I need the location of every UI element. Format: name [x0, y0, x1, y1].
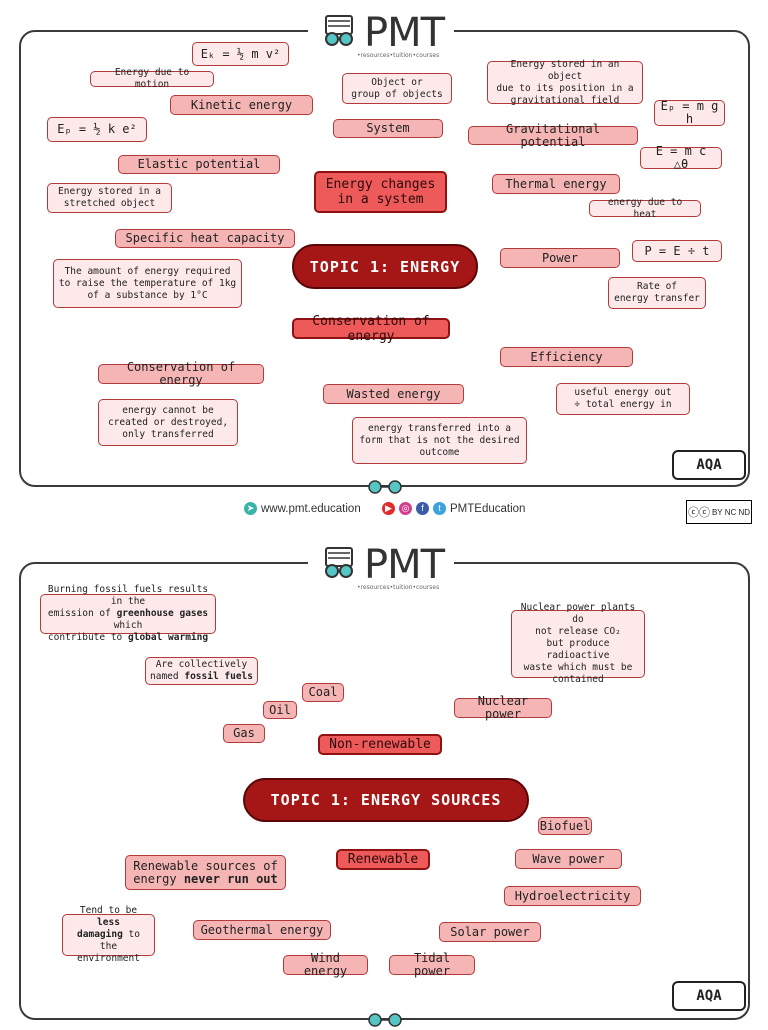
pmt-logo-icon: [325, 547, 353, 578]
gravitational-label: Gravitational potential: [468, 122, 638, 148]
social-handle: PMTEducation: [450, 502, 526, 515]
thermal-formula: E = m c △θ: [640, 145, 722, 171]
collectively-text: Are collectively named: [150, 659, 248, 682]
kinetic-formula: Eₖ = ½ m v²: [192, 42, 289, 66]
glasses-icon: [366, 480, 404, 497]
thermal-note: energy due to heat: [589, 197, 701, 220]
renewable-def-text: Renewable sources of energy: [133, 858, 278, 886]
nuclear-note: Nuclear power plants do not release CO₂ …: [511, 602, 645, 685]
wave-label: Wave power: [515, 849, 622, 869]
renewable-central: Renewable: [336, 849, 430, 870]
twitter-icon[interactable]: t: [433, 502, 446, 515]
nuclear-label: Nuclear power: [454, 695, 552, 721]
power-note: Rate of energy transfer: [608, 277, 706, 309]
cc-icon: ⓒⓒ: [687, 507, 710, 519]
glasses-icon-2: [366, 1013, 404, 1030]
pmt-logo: PMT: [308, 10, 455, 56]
biofuel-label: Biofuel: [538, 817, 592, 835]
footer: ➤ www.pmt.education ▶ ◎ f t PMTEducation: [0, 502, 768, 522]
fossil-note-greenhouse: greenhouse gases: [116, 608, 209, 619]
instagram-icon[interactable]: ◎: [399, 502, 412, 515]
creative-commons-badge: ⓒⓒ BY NC ND: [686, 500, 752, 524]
logo-wordmark: PMT: [364, 10, 445, 56]
aqa-badge-2: AQA: [672, 981, 746, 1011]
wasted-label: Wasted energy: [323, 384, 464, 404]
kinetic-note: Energy due to motion: [90, 67, 214, 90]
website-link[interactable]: ➤ www.pmt.education: [244, 502, 361, 515]
facebook-icon[interactable]: f: [416, 502, 429, 515]
efficiency-note: useful energy out ÷ total energy in: [556, 383, 690, 415]
geothermal-label: Geothermal energy: [193, 920, 331, 940]
renewable-note-text-2: to the environment: [77, 929, 140, 964]
shc-note: The amount of energy required to raise t…: [53, 259, 242, 308]
renewable-note: Tend to be less damaging to the environm…: [62, 905, 155, 964]
hydro-label: Hydroelectricity: [504, 886, 641, 906]
pmt-logo-icon: [325, 15, 353, 46]
pmt-logo-2: PMT: [308, 542, 455, 588]
gravitational-note: Energy stored in an object due to its po…: [487, 59, 643, 106]
conservation-note: energy cannot be created or destroyed, o…: [98, 399, 238, 446]
logo-tagline-2: •resources•tuition•courses: [357, 584, 440, 591]
renewable-note-bold: less damaging: [77, 917, 123, 940]
logo-wordmark-2: PMT: [364, 542, 445, 588]
website-text: www.pmt.education: [261, 502, 361, 515]
efficiency-label: Efficiency: [500, 347, 633, 367]
system-label: System: [333, 119, 443, 138]
thermal-label: Thermal energy: [492, 174, 620, 194]
social-links[interactable]: ▶ ◎ f t PMTEducation: [382, 502, 525, 515]
renewable-def-bold: never run out: [183, 871, 278, 886]
renewable-note-text-1: Tend to be: [79, 905, 138, 916]
solar-label: Solar power: [439, 922, 541, 942]
oil-label: Oil: [263, 701, 297, 719]
system-note: Object or group of objects: [342, 73, 452, 104]
wind-label: Wind energy: [283, 952, 368, 978]
fossil-note-global-warming: global warming: [128, 632, 209, 643]
fossil-fuels-note: Burning fossil fuels results in the emis…: [40, 584, 216, 643]
kinetic-label: Kinetic energy: [170, 95, 313, 115]
wasted-note: energy transferred into a form that is n…: [352, 417, 527, 464]
cursor-icon: ➤: [244, 502, 257, 515]
logo-tagline: •resources•tuition•courses: [357, 52, 440, 59]
elastic-note: Energy stored in a stretched object: [47, 183, 172, 213]
power-label: Power: [500, 248, 620, 268]
elastic-formula: Eₚ = ½ k e²: [47, 117, 147, 142]
energy-changes-central: Energy changes in a system: [314, 171, 447, 213]
youtube-icon[interactable]: ▶: [382, 502, 395, 515]
elastic-label: Elastic potential: [118, 155, 280, 174]
fossil-note-text-2: which contribute to: [47, 620, 143, 643]
gravitational-formula: Eₚ = m g h: [654, 100, 725, 126]
gas-label: Gas: [223, 724, 265, 743]
shc-label: Specific heat capacity: [115, 229, 295, 248]
coal-label: Coal: [302, 683, 344, 702]
conservation-central: Conservation of energy: [292, 314, 450, 344]
collectively-note: Are collectively named fossil fuels: [145, 657, 258, 685]
collectively-bold: fossil fuels: [184, 671, 253, 682]
renewable-definition: Renewable sources of energy never run ou…: [125, 855, 286, 890]
topic-energy-title: TOPIC 1: ENERGY: [292, 244, 478, 289]
cc-license-text: BY NC ND: [711, 507, 751, 517]
conservation-label: Conservation of energy: [98, 361, 264, 387]
aqa-badge: AQA: [672, 450, 746, 480]
tidal-label: Tidal power: [389, 952, 475, 978]
power-formula: P = E ÷ t: [632, 240, 722, 262]
nonrenewable-central: Non-renewable: [318, 734, 442, 755]
topic-energy-sources-title: TOPIC 1: ENERGY SOURCES: [243, 778, 529, 822]
fossil-note-text-1: Burning fossil fuels results in the emis…: [47, 584, 209, 619]
